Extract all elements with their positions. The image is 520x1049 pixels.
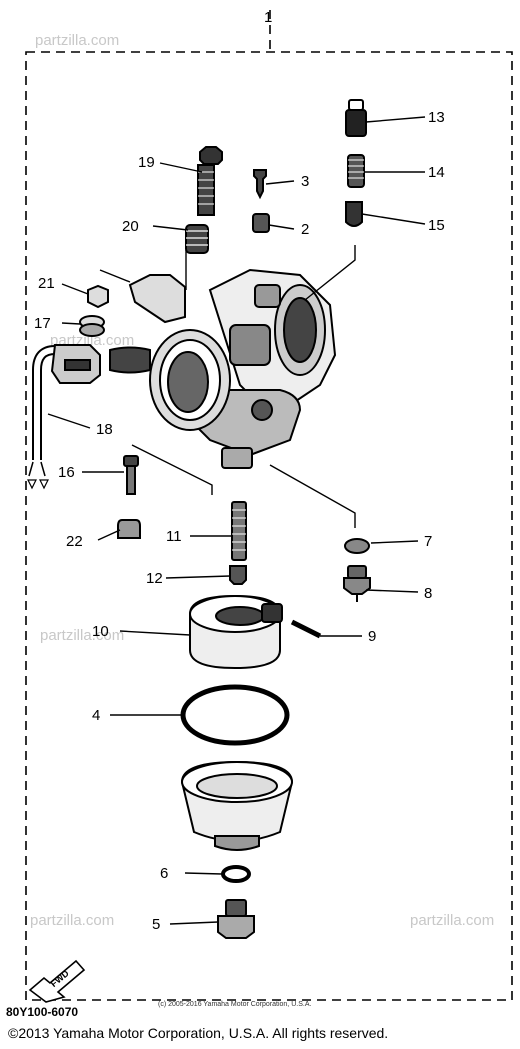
part-13-starter-plunger [345,99,367,137]
part-4-float-chamber-gasket [180,684,290,746]
watermark: partzilla.com [40,627,124,644]
callout-number: 17 [34,315,51,332]
callout-number: 3 [301,173,309,190]
leader-lines [47,116,426,925]
part-5-drain-plug [217,899,255,939]
callout-number: 8 [424,585,432,602]
callout-number: 1 [264,9,272,26]
callout-number: 6 [160,865,168,882]
watermark-group: partzilla.com partzilla.com partzilla.co… [30,32,494,929]
callout-number: 12 [146,570,163,587]
part-18-vent-hose [27,344,101,490]
part-7-needle-valve-washer [344,538,370,554]
part-8-needle-valve-assembly [343,565,371,602]
part-16-float-bowl-screw [123,455,139,495]
callout-numbers: 13 14 15 19 20 3 2 21 17 18 16 22 11 12 … [34,109,445,933]
callout-number: 9 [368,628,376,645]
part-9-float-pin [290,619,322,639]
callout-number: 18 [96,421,113,438]
part-2-jet-holder [252,213,270,233]
inner-copyright: (c) 2005-2016 Yamaha Motor Corporation, … [158,1001,311,1008]
part-22-cap [117,519,141,539]
callout-number: 2 [301,221,309,238]
callout-number: 20 [122,218,139,235]
part-17-throttle-spring [79,315,105,337]
callout-number: 4 [92,707,100,724]
callout-number: 15 [428,217,445,234]
part-21-cap-nut [87,284,109,309]
assembly-border [25,51,513,1001]
callout-number: 13 [428,109,445,126]
diagram-code: 80Y100-6070 [6,1005,79,1019]
carburetor-body [109,268,337,469]
float-chamber [180,760,294,851]
part-10-float [189,594,283,670]
part-20-stop-screw-spring [185,224,209,254]
callout-number: 5 [152,916,160,933]
watermark: partzilla.com [35,32,119,49]
callout-number: 7 [424,533,432,550]
watermark: partzilla.com [30,912,114,929]
callout-number: 16 [58,464,75,481]
copyright-text: ©2013 Yamaha Motor Corporation, U.S.A. A… [8,1025,389,1041]
part-15-plunger-cap [345,201,363,227]
part-12-main-jet [229,565,247,585]
part-11-needle-jet [231,501,247,561]
callout-number: 22 [66,533,83,550]
callout-number: 14 [428,164,445,181]
part-19-throttle-stop-screw [197,146,223,216]
callout-number: 11 [166,528,182,545]
callout-number: 10 [92,623,109,640]
part-14-plunger-spring [347,154,365,188]
fwd-arrow-icon [28,959,86,1003]
part-3-pilot-jet [253,169,267,200]
callout-number: 19 [138,154,155,171]
callout-number: 21 [38,275,55,292]
watermark: partzilla.com [410,912,494,929]
part-6-drain-plug-gasket [221,865,251,883]
